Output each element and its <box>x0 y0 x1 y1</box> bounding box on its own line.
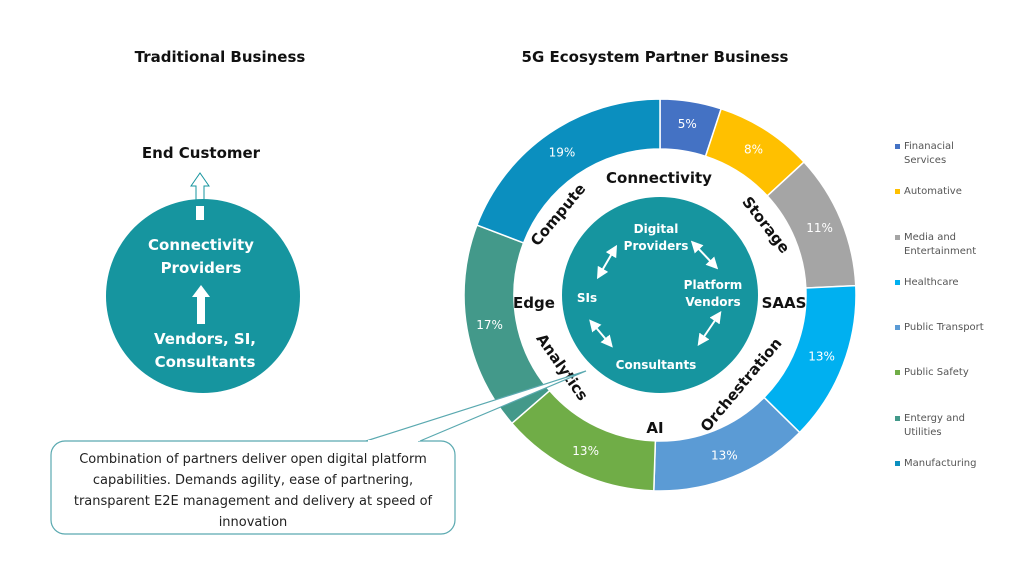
segment-percent-label: 19% <box>549 146 576 160</box>
legend-swatch <box>895 189 900 194</box>
legend-label: Media and <box>904 232 956 243</box>
ecosystem-title: 5G Ecosystem Partner Business <box>522 48 789 66</box>
callout-line4: innovation <box>219 515 288 530</box>
legend-label: Public Transport <box>904 322 984 333</box>
segment-percent-label: 5% <box>678 117 697 131</box>
vendors-line1: Vendors, SI, <box>154 330 256 348</box>
callout-box <box>50 440 456 535</box>
legend-swatch <box>895 144 900 149</box>
end-customer-label: End Customer <box>142 144 261 162</box>
legend-label: Entertainment <box>904 246 976 257</box>
traditional-title: Traditional Business <box>135 48 306 66</box>
legend-label: Public Safety <box>904 367 969 378</box>
digital-providers-line1: Digital <box>634 222 679 236</box>
platform-vendors-line2: Vendors <box>685 295 740 309</box>
double-arrow-icon <box>690 240 719 270</box>
legend-item: Healthcare <box>895 277 959 288</box>
double-arrow-icon <box>697 311 722 346</box>
callout-line2: capabilities. Demands agility, ease of p… <box>93 473 413 488</box>
legend-label: Automative <box>904 186 962 197</box>
segment-percent-label: 13% <box>572 444 599 458</box>
segment-percent-label: 11% <box>806 221 833 235</box>
donut-chart: 5% 8% 11% 13% 13% 13% 17% 19% <box>463 98 857 492</box>
segment-percent-label: 13% <box>711 449 738 463</box>
legend-swatch <box>895 370 900 375</box>
double-arrow-icon <box>589 319 613 348</box>
legend-swatch <box>895 280 900 285</box>
legend-item: Public Safety <box>895 367 969 378</box>
platform-vendors-line1: Platform <box>684 278 743 292</box>
connectivity-providers-line2: Providers <box>161 259 242 277</box>
bidirectional-arrows <box>589 240 722 348</box>
legend-swatch <box>895 461 900 466</box>
segment-percent-label: 13% <box>808 350 835 364</box>
legend-label: Utilities <box>904 427 942 438</box>
segment-percent-label: 17% <box>476 318 503 332</box>
legend-label: Entergy and <box>904 413 965 424</box>
vendors-line2: Consultants <box>155 353 256 371</box>
partner-labels: Digital Providers Platform Vendors SIs C… <box>577 222 742 372</box>
donut-segment-manufacturing <box>475 98 661 244</box>
ring-label-saas: SAAS <box>762 294 807 312</box>
consultants-label: Consultants <box>616 358 697 372</box>
legend-swatch <box>895 416 900 421</box>
legend-swatch <box>895 325 900 330</box>
legend-label: Manufacturing <box>904 458 976 469</box>
callout-line1: Combination of partners deliver open dig… <box>79 452 427 467</box>
connectivity-providers-line1: Connectivity <box>148 236 254 254</box>
arrow-stem <box>196 206 204 220</box>
legend-item: Public Transport <box>895 322 984 333</box>
sis-label: SIs <box>577 291 597 305</box>
legend-label: Healthcare <box>904 277 959 288</box>
digital-providers-line2: Providers <box>624 239 689 253</box>
legend-item: Manufacturing <box>895 458 976 469</box>
ring-label-edge: Edge <box>513 294 555 312</box>
callout-line3: transparent E2E management and delivery … <box>74 494 433 509</box>
callout: Combination of partners deliver open dig… <box>50 370 587 535</box>
legend-label: Services <box>904 155 946 166</box>
segment-percent-label: 8% <box>744 142 763 156</box>
double-arrow-icon <box>596 244 618 280</box>
legend-label: Finanacial <box>904 141 954 152</box>
legend-swatch <box>895 235 900 240</box>
callout-pointer <box>365 370 587 442</box>
ring-label-connectivity: Connectivity <box>606 169 712 187</box>
up-arrow-icon <box>192 285 210 324</box>
legend-item: Automative <box>895 186 962 197</box>
ring-label-ai: AI <box>646 419 663 437</box>
